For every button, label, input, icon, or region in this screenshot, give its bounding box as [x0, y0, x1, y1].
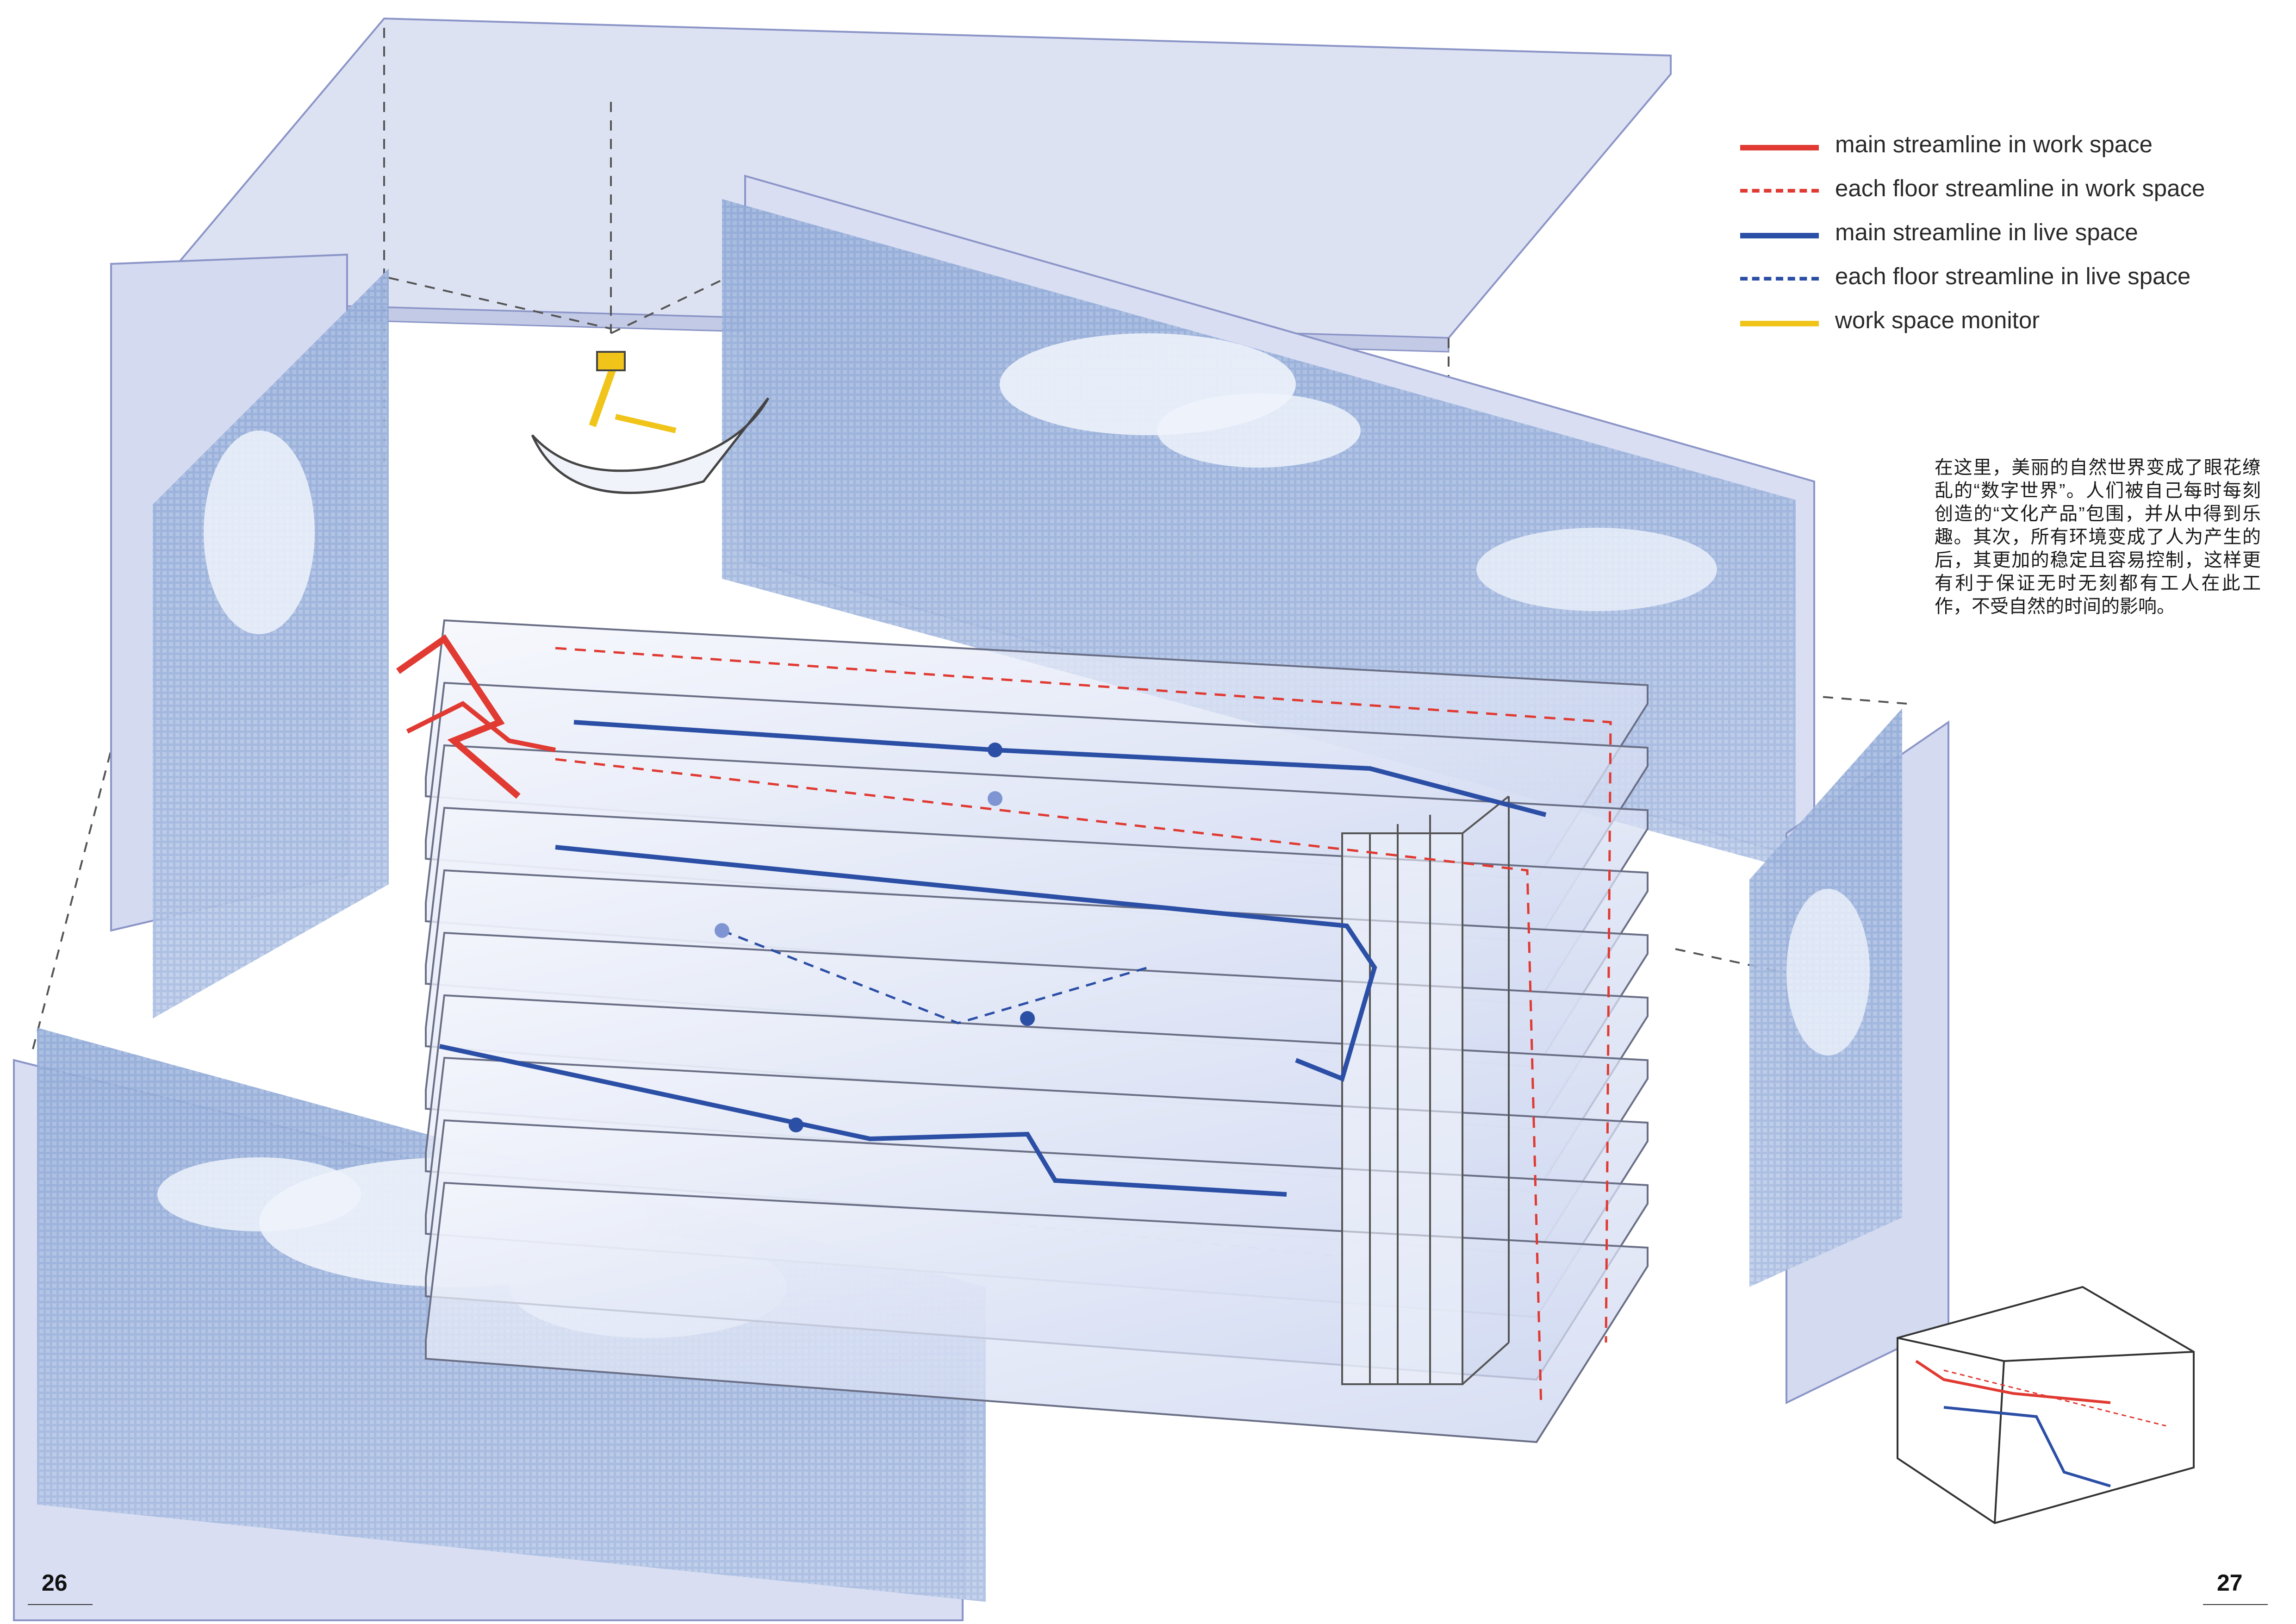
legend-swatch — [1740, 277, 1819, 281]
page-rule-left — [28, 1604, 93, 1605]
left-sky-screen — [110, 253, 389, 1018]
legend-swatch — [1740, 233, 1819, 238]
legend-swatch — [1740, 145, 1819, 150]
page-number-left: 26 — [42, 1570, 68, 1596]
floor-slabs — [425, 619, 1649, 1443]
live-streamlines — [439, 720, 1547, 1197]
legend-swatch — [1740, 321, 1819, 326]
legend-label: main streamline in work space — [1835, 131, 2153, 157]
vertical-core — [1341, 795, 1510, 1385]
page-number-right: 27 — [2217, 1570, 2243, 1596]
legend-label: work space monitor — [1835, 307, 2040, 333]
monitor-booth — [531, 351, 770, 494]
right-sky-screen — [1749, 708, 1949, 1405]
legend-label: main streamline in live space — [1835, 219, 2138, 245]
work-streamlines — [396, 634, 1612, 1408]
description-note: 在这里，美丽的自然世界变成了眼花缭乱的“数字世界”。人们被自己每时每刻创造的“文… — [1935, 457, 2261, 617]
legend-swatch — [1740, 189, 1819, 193]
legend-label: each floor streamline in live space — [1835, 263, 2191, 289]
page-rule-right — [2203, 1604, 2268, 1605]
thumbnail-diagram — [1897, 1286, 2195, 1524]
legend-label: each floor streamline in work space — [1835, 175, 2205, 201]
